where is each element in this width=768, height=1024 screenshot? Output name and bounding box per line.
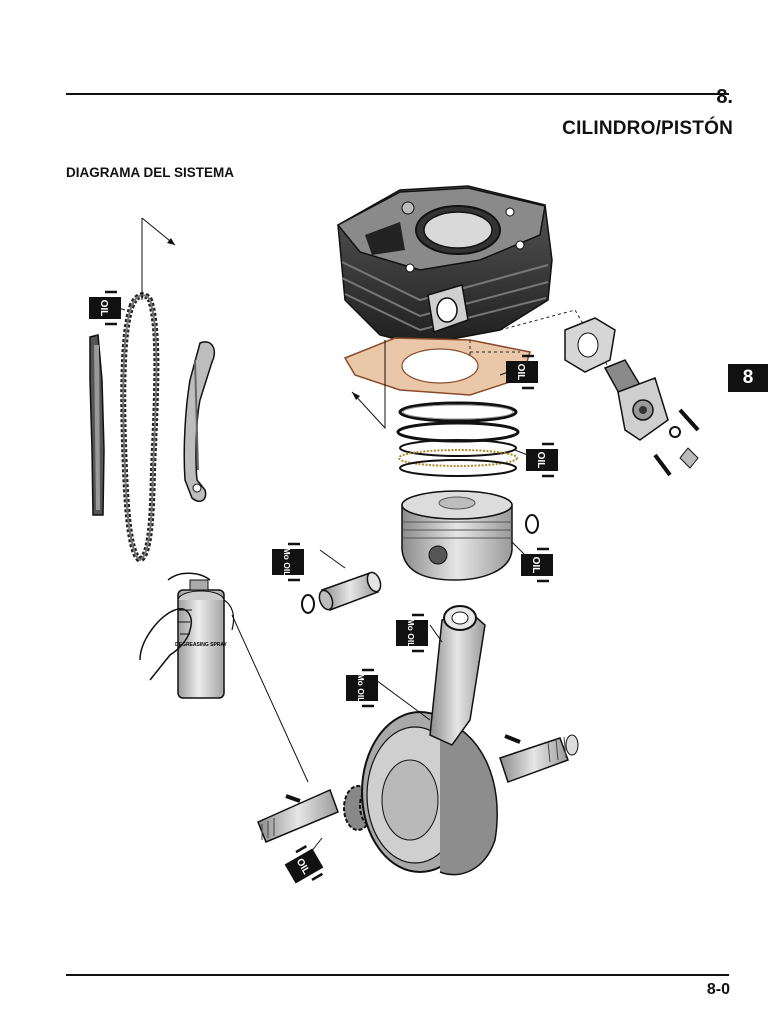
degreasing-spray-can[interactable]: DEGREASING SPRAY	[139, 572, 235, 699]
cylinder-gasket[interactable]	[343, 337, 531, 396]
piston-pin-clip[interactable]	[525, 514, 539, 534]
svg-text:OIL: OIL	[535, 452, 546, 469]
svg-text:Mo OIL: Mo OIL	[282, 548, 292, 577]
oil-tag: OIL	[521, 547, 553, 583]
mo-oil-tag: Mo OIL	[396, 613, 428, 653]
crankshaft[interactable]	[257, 605, 579, 876]
section-title: DIAGRAMA DEL SISTEMA	[66, 165, 235, 180]
oil-tag: OIL	[526, 442, 558, 478]
alignment-guides	[469, 309, 611, 371]
page-number: 8-0	[706, 981, 730, 998]
header-rule	[66, 93, 729, 95]
cylinder-block[interactable]	[336, 185, 553, 346]
chapter-title: CILINDRO/PISTÓN	[562, 118, 733, 139]
chapter-number: 8.	[716, 86, 733, 108]
oil-tag: OIL	[89, 290, 121, 326]
svg-text:OIL: OIL	[515, 364, 526, 381]
timing-chain[interactable]	[120, 292, 160, 564]
cam-chain-tensioner[interactable]	[564, 317, 700, 477]
svg-text:OIL: OIL	[530, 557, 541, 574]
mo-oil-tag: Mo OIL	[346, 668, 378, 708]
footer-rule	[66, 974, 729, 976]
oil-tag: OIL	[284, 845, 324, 884]
spray-label: DEGREASING SPRAY	[175, 642, 227, 648]
piston[interactable]	[401, 490, 513, 581]
svg-text:Mo OIL: Mo OIL	[356, 674, 366, 703]
chapter-side-tab[interactable]: 8	[728, 364, 768, 392]
piston-rings[interactable]	[396, 401, 520, 477]
mo-oil-tag: Mo OIL	[272, 542, 304, 582]
piston-pin[interactable]	[301, 571, 383, 614]
svg-text:Mo OIL: Mo OIL	[406, 619, 416, 648]
spray-leader-line	[231, 614, 309, 783]
chain-tensioner-slider[interactable]	[183, 341, 216, 502]
chain-guide[interactable]	[89, 334, 105, 516]
oil-tag: OIL	[506, 354, 538, 390]
direction-arrow	[141, 217, 176, 300]
svg-text:OIL: OIL	[98, 300, 109, 317]
direction-arrow-2	[351, 340, 386, 430]
